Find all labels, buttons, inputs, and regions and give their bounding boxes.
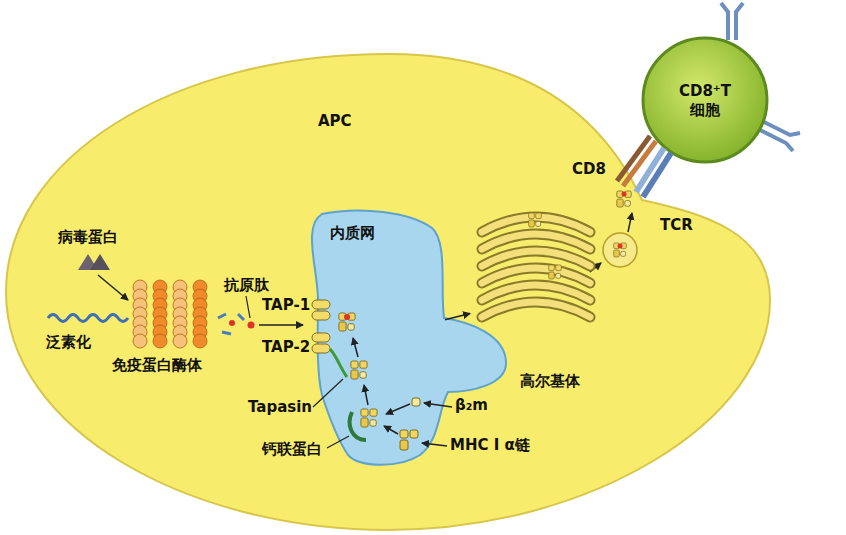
drawing-part xyxy=(617,191,631,207)
drawing-part xyxy=(614,243,627,257)
drawing-part xyxy=(248,322,255,329)
golgi-apparatus: 高尔基体 xyxy=(470,195,600,400)
drawing-part xyxy=(193,334,207,348)
drawing-part xyxy=(313,379,343,407)
drawing-part xyxy=(361,409,377,427)
drawing-part xyxy=(400,440,408,450)
drawing-part xyxy=(327,436,349,448)
node-label: 内质网 xyxy=(330,224,375,242)
part-label: β₂m xyxy=(455,396,488,414)
part-label: TAP-1 xyxy=(262,296,310,314)
drawing-part xyxy=(344,314,350,320)
part-label: Tapasin xyxy=(248,398,312,416)
node-label: APC xyxy=(318,112,352,130)
part-label: 抗原肽 xyxy=(224,276,269,294)
part-label: TCR xyxy=(660,216,693,234)
drawing-part xyxy=(312,311,330,320)
drawing-part xyxy=(549,265,562,279)
drawing-part xyxy=(218,314,244,334)
drawing-part xyxy=(173,334,187,348)
drawing-part xyxy=(412,398,420,406)
part-label: 泛素化 xyxy=(46,333,91,351)
drawing-part xyxy=(48,315,128,322)
drawing-part xyxy=(482,302,590,317)
part-label: CD8 xyxy=(572,160,606,178)
node-label: CD8⁺T 细胞 xyxy=(673,82,737,120)
drawing-part xyxy=(90,254,110,270)
drawing-part xyxy=(353,338,358,357)
drawing-part xyxy=(622,192,627,197)
drawing-part xyxy=(259,324,303,326)
part-label: TAP-2 xyxy=(262,338,310,356)
drawing-part xyxy=(618,244,623,249)
drawing-part xyxy=(422,443,447,446)
t-cell: CD8⁺T 细胞 xyxy=(643,38,767,162)
drawing-part xyxy=(424,403,452,407)
drawing-part xyxy=(153,334,167,348)
node-label: 高尔基体 xyxy=(520,372,580,390)
drawing-part xyxy=(400,430,408,438)
part-label: MHC Ⅰ α链 xyxy=(450,436,530,454)
drawing-part xyxy=(529,213,542,227)
drawing-part xyxy=(386,404,410,414)
drawing-part xyxy=(133,334,147,348)
drawing-part xyxy=(98,275,128,300)
drawing-part xyxy=(760,122,800,151)
drawing-part xyxy=(603,233,637,267)
drawing-part xyxy=(312,333,330,342)
drawing-part xyxy=(628,213,632,232)
drawing-part xyxy=(364,385,368,405)
drawing-part xyxy=(351,361,367,379)
drawing-part xyxy=(339,313,355,331)
part-label: 钙联蛋白 xyxy=(262,440,322,458)
drawing-part xyxy=(482,302,590,317)
drawing-part xyxy=(721,3,743,40)
node-label: 免疫蛋白酶体 xyxy=(112,356,202,374)
drawing-part xyxy=(643,153,671,197)
drawing-part xyxy=(312,300,330,309)
drawing-part xyxy=(312,344,330,353)
drawing-part xyxy=(384,426,398,434)
drawing-part xyxy=(229,320,235,326)
drawing-part xyxy=(643,38,767,162)
drawing-part xyxy=(330,349,347,377)
drawing-part xyxy=(410,430,418,438)
endoplasmic-reticulum: 内质网 xyxy=(300,210,445,465)
part-label: 病毒蛋白 xyxy=(58,228,118,246)
drawing-part xyxy=(246,296,250,318)
